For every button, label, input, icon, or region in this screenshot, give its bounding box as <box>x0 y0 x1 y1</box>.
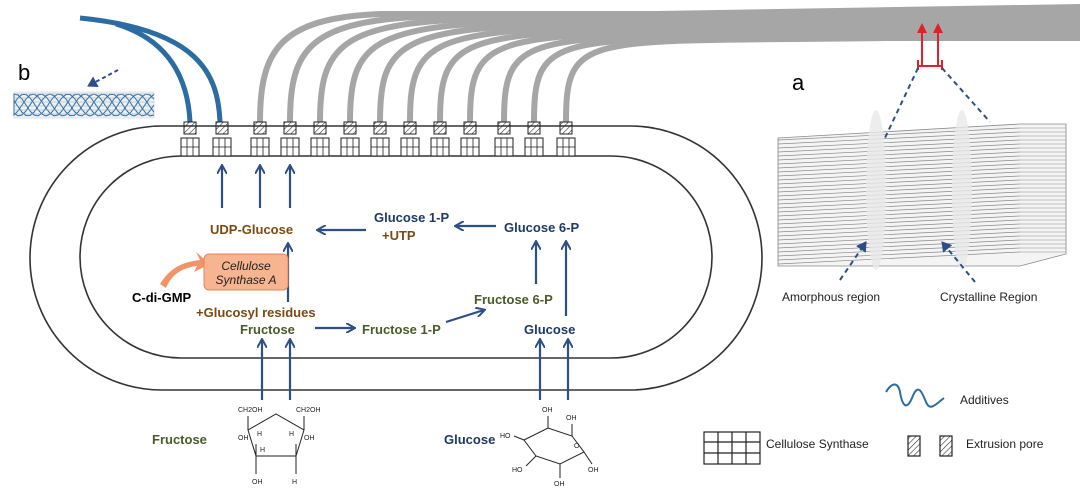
fructose-6p-label: Fructose 6-P <box>474 292 553 307</box>
cellulose-synthase-complexes <box>180 121 576 157</box>
synthase-complex <box>180 121 200 157</box>
additives-legend-label: Additives <box>960 393 1009 407</box>
utp-label: +UTP <box>382 228 416 243</box>
cellulose-fiber <box>257 11 1080 123</box>
c-di-gmp-label: C-di-GMP <box>132 290 192 305</box>
fructose-atom-3: H <box>257 431 262 438</box>
crystalline-fiber-block <box>777 110 1067 270</box>
extrusion-pore-legend-label: Extrusion pore <box>966 437 1044 451</box>
glucose-atom-2: OH <box>566 415 577 422</box>
panel-b-label: b <box>18 60 30 85</box>
additives-legend-icon <box>885 383 945 408</box>
glucose-atom-1: OH <box>542 407 553 414</box>
amorphous-region-label: Amorphous region <box>782 290 880 304</box>
inner-membrane <box>79 155 713 359</box>
synthase-complex <box>556 121 576 157</box>
fructose-atom-8: OH <box>252 479 263 486</box>
cellulose-synthase-a-line2: Synthase A <box>216 273 277 287</box>
crystalline-region-label: Crystalline Region <box>940 290 1037 304</box>
synthase-complex <box>494 121 514 157</box>
cellulose-fiber <box>377 20 1080 123</box>
synthase-complex <box>524 121 544 157</box>
cellulose-synthase-legend-label: Cellulose Synthase <box>766 437 869 451</box>
synthase-complex <box>212 121 232 157</box>
cellulose-fiber <box>317 15 1080 123</box>
cellulose-synthase-a-line1: Cellulose <box>221 259 271 273</box>
glucosyl-residues-label: +Glucosyl residues <box>196 305 316 320</box>
fructose-atom-5: OH <box>238 435 249 442</box>
cellulose-synthase-a-box <box>203 253 289 291</box>
fiber-ribbon <box>600 4 1080 42</box>
fructose-1p-label: Fructose 1-P <box>362 322 441 337</box>
fructose-atom-6: OH <box>304 435 315 442</box>
cellulose-fiber <box>347 18 1080 123</box>
amorphous-arrow <box>839 241 867 281</box>
outer-membrane <box>29 125 763 391</box>
cellulose-fiber <box>407 23 1080 123</box>
cellulose-synthase-legend-icon <box>703 431 761 465</box>
glucose-1p-label: Glucose 1-P <box>374 210 449 225</box>
fructose-structure <box>247 413 305 474</box>
fructose-atom-4: H <box>289 431 294 438</box>
fructose-substrate-label: Fructose <box>152 432 207 447</box>
glucose-atom-4: OH <box>554 481 565 488</box>
activation-arrow <box>160 252 210 288</box>
panel-b-fiber-bundle <box>13 91 155 119</box>
cellulose-fiber <box>287 13 1080 123</box>
synthase-complex <box>460 121 480 157</box>
glucose-atom-6: HO <box>500 433 511 440</box>
udp-glucose-label: UDP-Glucose <box>210 222 293 237</box>
cellulose-fiber <box>563 35 1080 123</box>
synthase-complex <box>250 121 270 157</box>
synthase-complex <box>340 121 360 157</box>
panel-b-dashed-arrow <box>87 69 119 88</box>
fructose-atom-2: CH2OH <box>296 407 321 414</box>
synthase-complex <box>370 121 390 157</box>
panel-a-label: a <box>792 70 805 95</box>
glucose-6p-label: Glucose 6-P <box>504 220 579 235</box>
glucose-atom-3: OH <box>588 467 599 474</box>
synthase-complex <box>310 121 330 157</box>
fructose-atom-9: H <box>292 479 297 486</box>
fructose-inner-label: Fructose <box>240 322 295 337</box>
fructose-atom-7: H <box>260 447 265 454</box>
synthase-complex <box>280 121 300 157</box>
synthase-complex <box>400 121 420 157</box>
glucose-structure <box>513 416 593 478</box>
glucose-substrate-label: Glucose <box>444 432 495 447</box>
additive-coated-fibers <box>79 15 223 123</box>
cellulose-fibers <box>257 4 1080 123</box>
glucose-inner-label: Glucose <box>524 322 575 337</box>
glucose-atom-5: HO <box>512 467 523 474</box>
synthase-complex <box>430 121 450 157</box>
extrusion-pore-legend-icon <box>907 435 953 457</box>
repeat-unit-marker <box>883 23 991 141</box>
glucose-atom-7: O <box>574 443 580 450</box>
fructose-atom-1: CH2OH <box>238 407 263 414</box>
